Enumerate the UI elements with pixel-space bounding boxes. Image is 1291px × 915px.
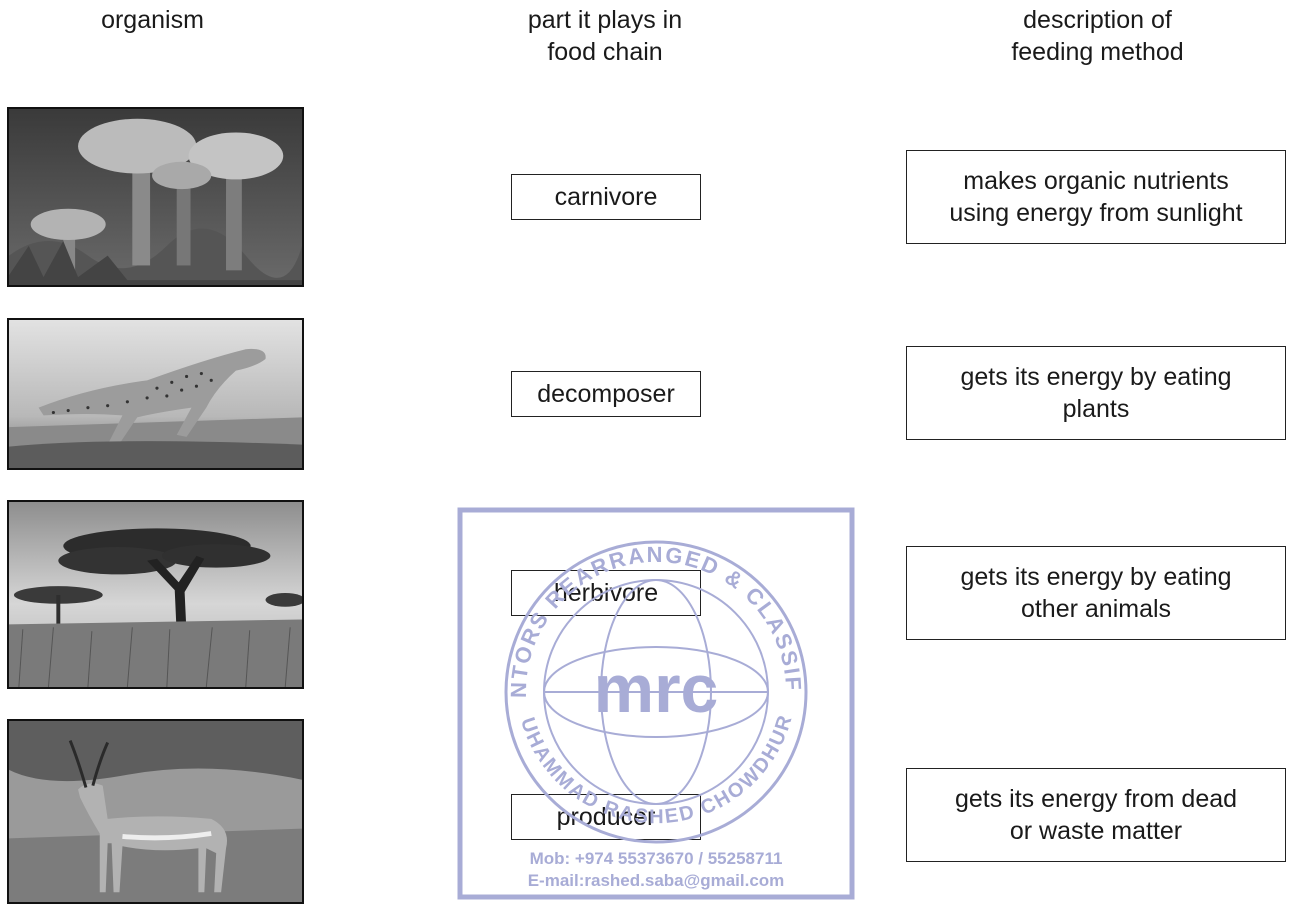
desc-header-line1: description of (1023, 6, 1172, 34)
stamp-contact: Mob: +974 55373670 / 55258711 E-mail:ras… (457, 848, 855, 892)
cheetah-photo (7, 318, 304, 470)
part-box-producer[interactable]: producer (511, 794, 701, 840)
description-box-carnivore[interactable]: gets its energy by eating other animals (906, 546, 1286, 640)
part-header-line1: part it plays in (527, 6, 683, 34)
description-line: plants (1062, 395, 1130, 423)
watermark-stamp: MENTORS REARRANGED & CLASSIFIED MUHAMMAD… (457, 507, 855, 900)
description-line: makes organic nutrients (963, 167, 1229, 195)
part-box-herbivore[interactable]: herbivore (511, 570, 701, 616)
part-box-carnivore[interactable]: carnivore (511, 174, 701, 220)
part-box-decomposer[interactable]: decomposer (511, 371, 701, 417)
stamp-center-text: mrc (594, 651, 719, 727)
description-header: description of feeding method (960, 4, 1235, 68)
stamp-ring-bottom-text: MUHAMMAD RASHED CHOWDHURY (457, 507, 795, 828)
description-line: other animals (1020, 595, 1172, 623)
impala-photo (7, 719, 304, 904)
stamp-email: E-mail:rashed.saba@gmail.com (527, 871, 785, 890)
description-box-decomposer[interactable]: gets its energy from dead or waste matte… (906, 768, 1286, 862)
description-line: gets its energy from dead (954, 785, 1238, 813)
description-line: using energy from sunlight (949, 199, 1243, 227)
description-line: gets its energy by eating (960, 563, 1232, 591)
stamp-mobile: Mob: +974 55373670 / 55258711 (529, 849, 783, 868)
desc-header-line2: feeding method (1011, 38, 1184, 66)
mushrooms-photo (7, 107, 304, 287)
description-box-producer[interactable]: makes organic nutrients using energy fro… (906, 150, 1286, 244)
description-box-herbivore[interactable]: gets its energy by eating plants (906, 346, 1286, 440)
description-line: or waste matter (1009, 817, 1183, 845)
description-line: gets its energy by eating (960, 363, 1232, 391)
part-header: part it plays in food chain (480, 4, 730, 68)
organism-header: organism (101, 6, 204, 34)
acacia-tree-photo (7, 500, 304, 689)
part-header-line2: food chain (547, 38, 663, 66)
svg-text:MUHAMMAD RASHED CHOWDHURY: MUHAMMAD RASHED CHOWDHURY (457, 507, 797, 828)
